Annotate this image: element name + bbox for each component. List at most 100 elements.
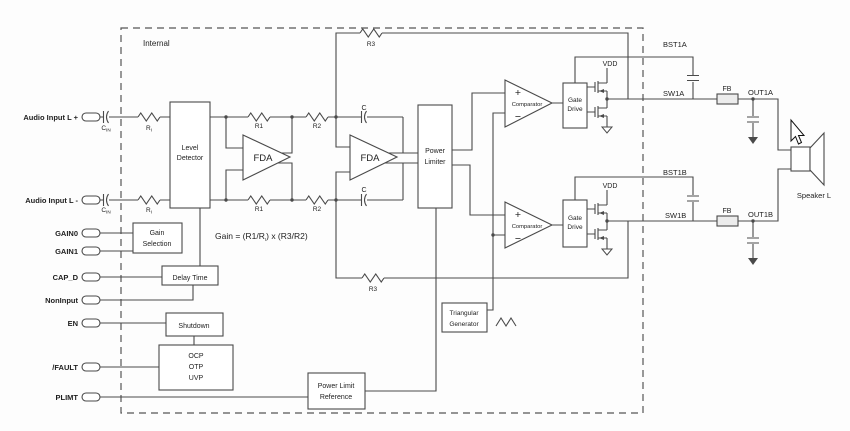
bst1a-label: BST1A bbox=[663, 40, 687, 49]
comparator-a bbox=[504, 79, 554, 128]
fda1-label: FDA bbox=[254, 153, 274, 164]
mouse-cursor bbox=[790, 118, 806, 145]
pin-plimt-label: PLIMT bbox=[56, 393, 79, 402]
pin-gain0-label: GAIN0 bbox=[55, 229, 78, 238]
fb-a-label: FB bbox=[723, 86, 732, 93]
wire-power-limit-link bbox=[365, 208, 437, 392]
output-mosfets bbox=[586, 80, 608, 241]
gain-selection-block bbox=[132, 222, 183, 254]
wire-fda1-inputs bbox=[225, 117, 244, 200]
comparator-b bbox=[504, 201, 554, 249]
capacitor-bst1a bbox=[686, 74, 700, 82]
level-detector-block bbox=[169, 101, 211, 209]
protection-label1: OCP bbox=[188, 353, 204, 360]
c-bottom-label: C bbox=[361, 187, 366, 194]
protection-label2: OTP bbox=[189, 364, 204, 371]
power-limiter-label2: Limiter bbox=[424, 159, 446, 166]
ri-bottom-label: RI bbox=[146, 207, 152, 215]
internal-label: Internal bbox=[143, 39, 170, 48]
capacitor-c-bottom bbox=[360, 193, 368, 207]
sw1b-label: SW1B bbox=[665, 211, 686, 220]
c-top-label: C bbox=[361, 105, 366, 112]
ground-bridge-b-icon bbox=[601, 248, 613, 256]
gate-drive-b-block bbox=[562, 199, 588, 248]
audio-input-plus-label: Audio Input L + bbox=[23, 113, 78, 122]
level-detector-label1: Level bbox=[182, 145, 199, 152]
wire-out1b bbox=[607, 168, 791, 222]
shutdown-label: Shutdown bbox=[178, 323, 209, 330]
comparator-b-minus-sign: − bbox=[515, 233, 521, 245]
resistor-r2-top bbox=[305, 112, 329, 122]
speaker-icon bbox=[790, 131, 825, 187]
wire-input-plus-rail bbox=[100, 116, 404, 153]
comparator-a-plus-sign: + bbox=[515, 87, 521, 99]
wire-triangle-rail bbox=[487, 112, 505, 311]
power-limit-reference-label2: Reference bbox=[320, 394, 352, 401]
mosfet-b-high-icon bbox=[586, 202, 608, 216]
pin-noninput-label: NonInput bbox=[45, 296, 78, 305]
resistor-ri-top bbox=[137, 112, 161, 122]
delay-time-block bbox=[161, 265, 219, 286]
pin-en-label: EN bbox=[68, 319, 78, 328]
capacitor-out1a bbox=[746, 116, 760, 123]
sw1a-label: SW1A bbox=[663, 89, 684, 98]
capacitor-out1b bbox=[746, 237, 760, 244]
fda1-amp bbox=[242, 134, 292, 181]
port-cap-d bbox=[81, 272, 101, 282]
port-audio-minus bbox=[81, 195, 101, 205]
wire-fda1-outputs bbox=[277, 117, 293, 200]
resistor-r3-top bbox=[359, 28, 383, 38]
port-fault bbox=[81, 362, 101, 372]
gain-selection-label2: Selection bbox=[143, 241, 172, 248]
mosfet-a-low-icon bbox=[586, 105, 608, 119]
comparator-a-label: Comparator bbox=[512, 102, 543, 108]
resistor-r3-bottom bbox=[361, 273, 385, 283]
port-gain0 bbox=[81, 228, 101, 238]
port-audio-plus bbox=[81, 112, 101, 122]
bst1b-label: BST1B bbox=[663, 168, 687, 177]
audio-input-minus-label: Audio Input L - bbox=[25, 196, 78, 205]
pin-gain1-label: GAIN1 bbox=[55, 247, 78, 256]
mosfet-a-high-icon bbox=[586, 80, 608, 94]
protection-block bbox=[158, 344, 234, 391]
signal-wires bbox=[100, 32, 791, 398]
wire-fda2-inputs bbox=[335, 117, 351, 200]
wire-control-pins bbox=[100, 232, 308, 398]
wire-block-links bbox=[193, 208, 201, 345]
fda2-amp bbox=[349, 134, 399, 181]
triangular-generator-label1: Triangular bbox=[449, 310, 479, 317]
ground-out1a-icon bbox=[748, 137, 758, 144]
gate-drive-b-label2: Drive bbox=[567, 224, 583, 231]
triangular-generator-label2: Generator bbox=[449, 321, 479, 328]
out1b-label: OUT1B bbox=[748, 210, 773, 219]
r2-top-label: R2 bbox=[313, 123, 322, 130]
wire-r3-top-feedback bbox=[335, 32, 629, 117]
gain-formula: Gain = (R1/RI) x (R3/R2) bbox=[215, 231, 308, 242]
triangle-wave-icon bbox=[495, 316, 517, 328]
capacitor-cin-top bbox=[102, 110, 110, 124]
cin-bottom-label: CIN bbox=[101, 207, 110, 215]
fb-b-label: FB bbox=[723, 208, 732, 215]
power-limit-reference-block bbox=[307, 372, 366, 410]
port-en bbox=[81, 318, 101, 328]
port-gain1 bbox=[81, 246, 101, 256]
resistor-r1-bottom bbox=[247, 195, 271, 205]
r1-top-label: R1 bbox=[255, 123, 264, 130]
vdd-a-label: VDD bbox=[603, 61, 618, 68]
ground-bridge-a-icon bbox=[601, 126, 613, 134]
port-noninput bbox=[81, 295, 101, 305]
resistor-ri-bottom bbox=[137, 195, 161, 205]
r1-bottom-label: R1 bbox=[255, 206, 264, 213]
resistor-r1-top bbox=[247, 112, 271, 122]
comparator-a-minus-sign: − bbox=[515, 111, 521, 123]
level-detector-label2: Detector bbox=[177, 155, 204, 162]
power-limiter-label1: Power bbox=[425, 148, 446, 155]
protection-label3: UVP bbox=[189, 375, 204, 382]
wire-r3-bottom-feedback bbox=[335, 200, 629, 279]
capacitor-c-top bbox=[360, 110, 368, 124]
gate-drive-b-label1: Gate bbox=[568, 215, 582, 222]
out1a-label: OUT1A bbox=[748, 88, 773, 97]
ri-top-label: RI bbox=[146, 125, 152, 133]
r3-top-label: R3 bbox=[367, 41, 376, 48]
